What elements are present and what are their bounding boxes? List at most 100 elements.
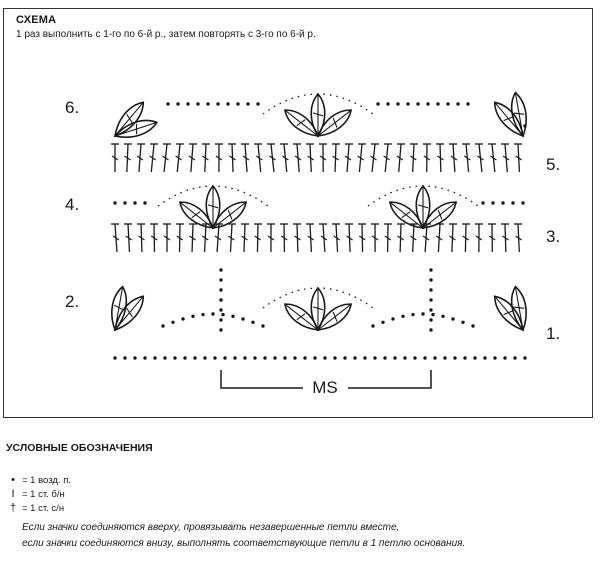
double-crochet-bar	[175, 155, 182, 161]
chain-stitch	[513, 356, 517, 360]
chain-stitch	[203, 356, 207, 360]
petal-bar	[513, 112, 525, 115]
chain-stitch	[243, 356, 247, 360]
chain-stitch	[401, 314, 405, 318]
cluster-petal	[316, 303, 353, 331]
chain-stitch	[416, 102, 420, 106]
chain-stitch	[503, 356, 507, 360]
chain-stitch	[371, 324, 375, 328]
chain-stitch	[376, 102, 380, 106]
chain-stitch	[113, 356, 117, 360]
chain-stitch	[219, 268, 223, 272]
chain-stitch	[113, 201, 117, 205]
chain-stitch	[143, 201, 147, 205]
petal-bar	[401, 211, 411, 219]
double-crochet-bar	[189, 235, 196, 241]
cluster-petal	[178, 201, 215, 229]
double-crochet-bar	[176, 235, 184, 241]
double-crochet-bar	[397, 235, 404, 241]
repeat-bracket	[220, 370, 432, 389]
chain-stitch-icon: •	[11, 474, 15, 486]
chain-stitch	[283, 356, 287, 360]
chain-stitch	[396, 102, 400, 106]
chain-stitch	[483, 356, 487, 360]
petal-bar	[114, 304, 124, 311]
cluster-petal	[211, 201, 248, 229]
chain-stitch	[473, 356, 477, 360]
double-crochet-bar	[138, 235, 145, 241]
petal-outline	[421, 201, 458, 229]
cluster-petal	[316, 109, 353, 137]
chain-stitch	[161, 324, 165, 328]
double-crochet-bar	[282, 155, 289, 161]
schema-subtitle: 1 раз выполнить с 1-го по 6-й р., затем …	[16, 29, 316, 40]
petal-vein	[179, 201, 214, 229]
chain-stitch	[133, 201, 137, 205]
double-crochet-bar	[410, 235, 417, 241]
chain-stitch	[219, 318, 223, 322]
petal-bar	[513, 306, 525, 309]
petal-outline	[178, 201, 215, 229]
double-crochet-bar	[423, 155, 431, 161]
chain-stitch	[391, 317, 395, 321]
double-crochet-bar	[242, 155, 250, 161]
chain-stitch	[471, 324, 475, 328]
double-crochet-bar	[162, 155, 169, 161]
petal-vein	[114, 286, 124, 331]
legend-item-label: = 1 ст. с/н	[22, 502, 65, 514]
stitch-layer	[111, 91, 527, 389]
chain-stitch	[273, 356, 277, 360]
chain-arc	[262, 287, 374, 309]
chain-stitch	[233, 356, 237, 360]
cluster-petal	[205, 184, 221, 230]
chain-stitch	[323, 356, 327, 360]
legend-item-label: = 1 ст. б/н	[22, 488, 65, 500]
chain-stitch	[333, 356, 337, 360]
cluster-petal	[510, 91, 527, 138]
chain-stitch	[219, 288, 223, 292]
chain-stitch	[411, 312, 415, 317]
chain-stitch	[423, 356, 427, 360]
double-crochet-bar	[319, 155, 327, 161]
note-line-2: если значки соединяются внизу, выполнять…	[22, 538, 466, 549]
double-crochet-bar	[267, 235, 275, 241]
double-crochet-bar	[215, 155, 223, 161]
chain-stitch	[431, 312, 435, 317]
petal-outline	[388, 201, 425, 229]
double-crochet-bar	[475, 235, 483, 241]
chain-stitch	[429, 298, 433, 302]
double-crochet-bar	[125, 235, 133, 241]
double-crochet-bar	[515, 155, 523, 161]
double-crochet-bar	[435, 235, 443, 241]
repeat-label: MS	[312, 378, 338, 397]
petal-vein	[514, 286, 524, 331]
chain-stitch	[216, 102, 220, 106]
double-crochet-bar	[269, 155, 276, 161]
chain-stitch	[256, 102, 260, 106]
double-crochet-bar	[488, 235, 496, 241]
double-crochet-bar	[490, 155, 497, 161]
cluster-petal	[283, 109, 320, 137]
double-crochet-bar	[188, 155, 196, 161]
chain-stitch	[171, 320, 175, 324]
chain-stitch	[303, 356, 307, 360]
chain-stitch	[461, 320, 465, 324]
row-label-2: 2.	[65, 292, 79, 311]
chain-stitch	[186, 102, 190, 106]
double-crochet-bar	[344, 155, 352, 161]
petal-bar	[503, 310, 514, 316]
chain-stitch	[231, 314, 235, 318]
chain-stitch	[123, 201, 127, 205]
petal-bar	[207, 204, 219, 209]
chain-stitch	[261, 324, 265, 328]
petal-bar	[126, 307, 133, 318]
chain-stitch	[201, 312, 205, 317]
double-crochet-bar	[307, 235, 315, 241]
chain-stitch	[523, 124, 527, 128]
chain-stitch	[406, 102, 410, 106]
chain-stitch	[421, 312, 425, 316]
double-crochet-bar	[450, 155, 458, 161]
cluster-petal	[310, 286, 326, 332]
chain-stitch	[456, 102, 460, 106]
chain-stitch	[466, 102, 470, 106]
